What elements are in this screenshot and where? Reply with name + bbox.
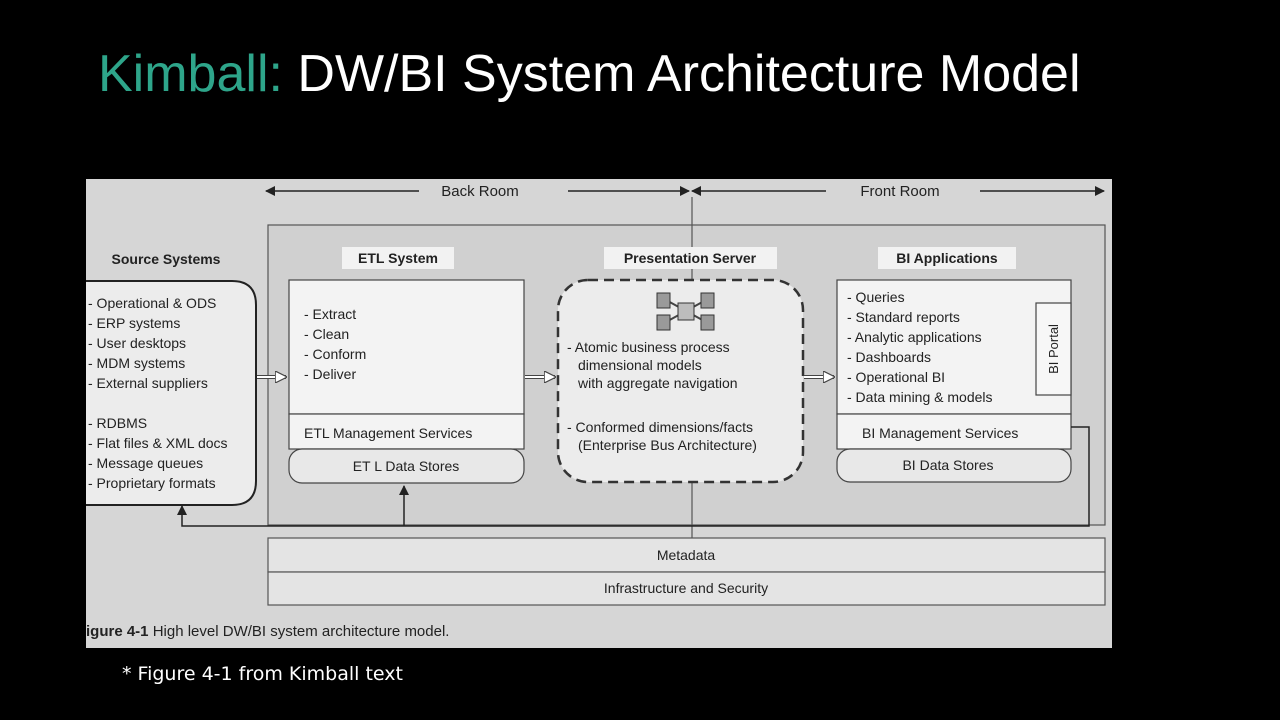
- presentation-item: - Atomic business process: [567, 339, 730, 355]
- source-item: - Proprietary formats: [88, 475, 216, 491]
- architecture-diagram: Back Room Front Room Metadata Infrastruc…: [86, 183, 1106, 640]
- source-systems-list: - Operational & ODS - ERP systems - User…: [88, 295, 228, 491]
- presentation-item: - Conformed dimensions/facts: [567, 419, 753, 435]
- etl-heading: ETL System: [358, 250, 438, 266]
- bi-data-stores-label: BI Data Stores: [902, 457, 993, 473]
- etl-management-label: ETL Management Services: [304, 425, 472, 441]
- footnote: * Figure 4-1 from Kimball text: [122, 663, 403, 685]
- figure-caption-label: igure 4-1: [86, 623, 149, 640]
- etl-item: - Clean: [304, 326, 349, 342]
- back-room-label: Back Room: [441, 183, 519, 200]
- slide-title: Kimball: DW/BI System Architecture Model: [98, 44, 1098, 104]
- bi-box: [836, 279, 1072, 415]
- source-systems-heading: Source Systems: [112, 251, 221, 267]
- bi-list: - Queries - Standard reports - Analytic …: [847, 289, 993, 405]
- bi-management-label: BI Management Services: [862, 425, 1018, 441]
- source-item: - ERP systems: [88, 315, 180, 331]
- figure-caption-text: High level DW/BI system architecture mod…: [149, 623, 450, 640]
- metadata-label: Metadata: [657, 547, 716, 563]
- source-item: - Message queues: [88, 455, 203, 471]
- presentation-heading: Presentation Server: [624, 250, 757, 266]
- star-schema-icon: [656, 292, 715, 331]
- presentation-item: (Enterprise Bus Architecture): [578, 437, 757, 453]
- etl-list: - Extract - Clean - Conform - Deliver: [304, 306, 366, 382]
- source-item: - MDM systems: [88, 355, 185, 371]
- bi-item: - Data mining & models: [847, 389, 993, 405]
- source-item: - RDBMS: [88, 415, 147, 431]
- title-rest: DW/BI System Architecture Model: [282, 45, 1081, 103]
- architecture-figure: Back Room Front Room Metadata Infrastruc…: [86, 179, 1112, 648]
- presentation-item: dimensional models: [578, 357, 702, 373]
- etl-management-box: [288, 413, 525, 450]
- bi-item: - Queries: [847, 289, 905, 305]
- bi-item: - Operational BI: [847, 369, 945, 385]
- source-item: - Operational & ODS: [88, 295, 216, 311]
- bi-item: - Standard reports: [847, 309, 960, 325]
- bi-item: - Dashboards: [847, 349, 931, 365]
- etl-data-stores: [288, 448, 525, 484]
- front-room-label: Front Room: [860, 183, 939, 200]
- bi-item: - Analytic applications: [847, 329, 982, 345]
- etl-heading-plate: [342, 247, 454, 269]
- source-item: - External suppliers: [88, 375, 208, 391]
- bi-portal-label: BI Portal: [1046, 324, 1061, 374]
- presentation-item: with aggregate navigation: [577, 375, 738, 391]
- source-item: - Flat files & XML docs: [88, 435, 228, 451]
- bi-portal-box: [1035, 302, 1072, 396]
- etl-data-stores-label: ET L Data Stores: [353, 458, 460, 474]
- bi-heading: BI Applications: [896, 250, 998, 266]
- feedback-line: [177, 426, 1090, 527]
- presentation-server-box: [556, 278, 805, 484]
- presentation-heading-plate: [604, 247, 777, 269]
- source-systems-box: [86, 280, 257, 506]
- bi-heading-plate: [878, 247, 1016, 269]
- title-accent: Kimball:: [98, 45, 283, 103]
- presentation-list: - Atomic business process dimensional mo…: [567, 339, 757, 453]
- infrastructure-bar: [267, 571, 1106, 606]
- etl-box: [288, 279, 525, 415]
- source-item: - User desktops: [88, 335, 186, 351]
- infrastructure-label: Infrastructure and Security: [604, 580, 768, 596]
- etl-item: - Conform: [304, 346, 366, 362]
- etl-item: - Deliver: [304, 366, 356, 382]
- figure-caption: igure 4-1 High level DW/BI system archit…: [86, 623, 449, 640]
- etl-item: - Extract: [304, 306, 356, 322]
- bi-data-stores: [836, 448, 1072, 483]
